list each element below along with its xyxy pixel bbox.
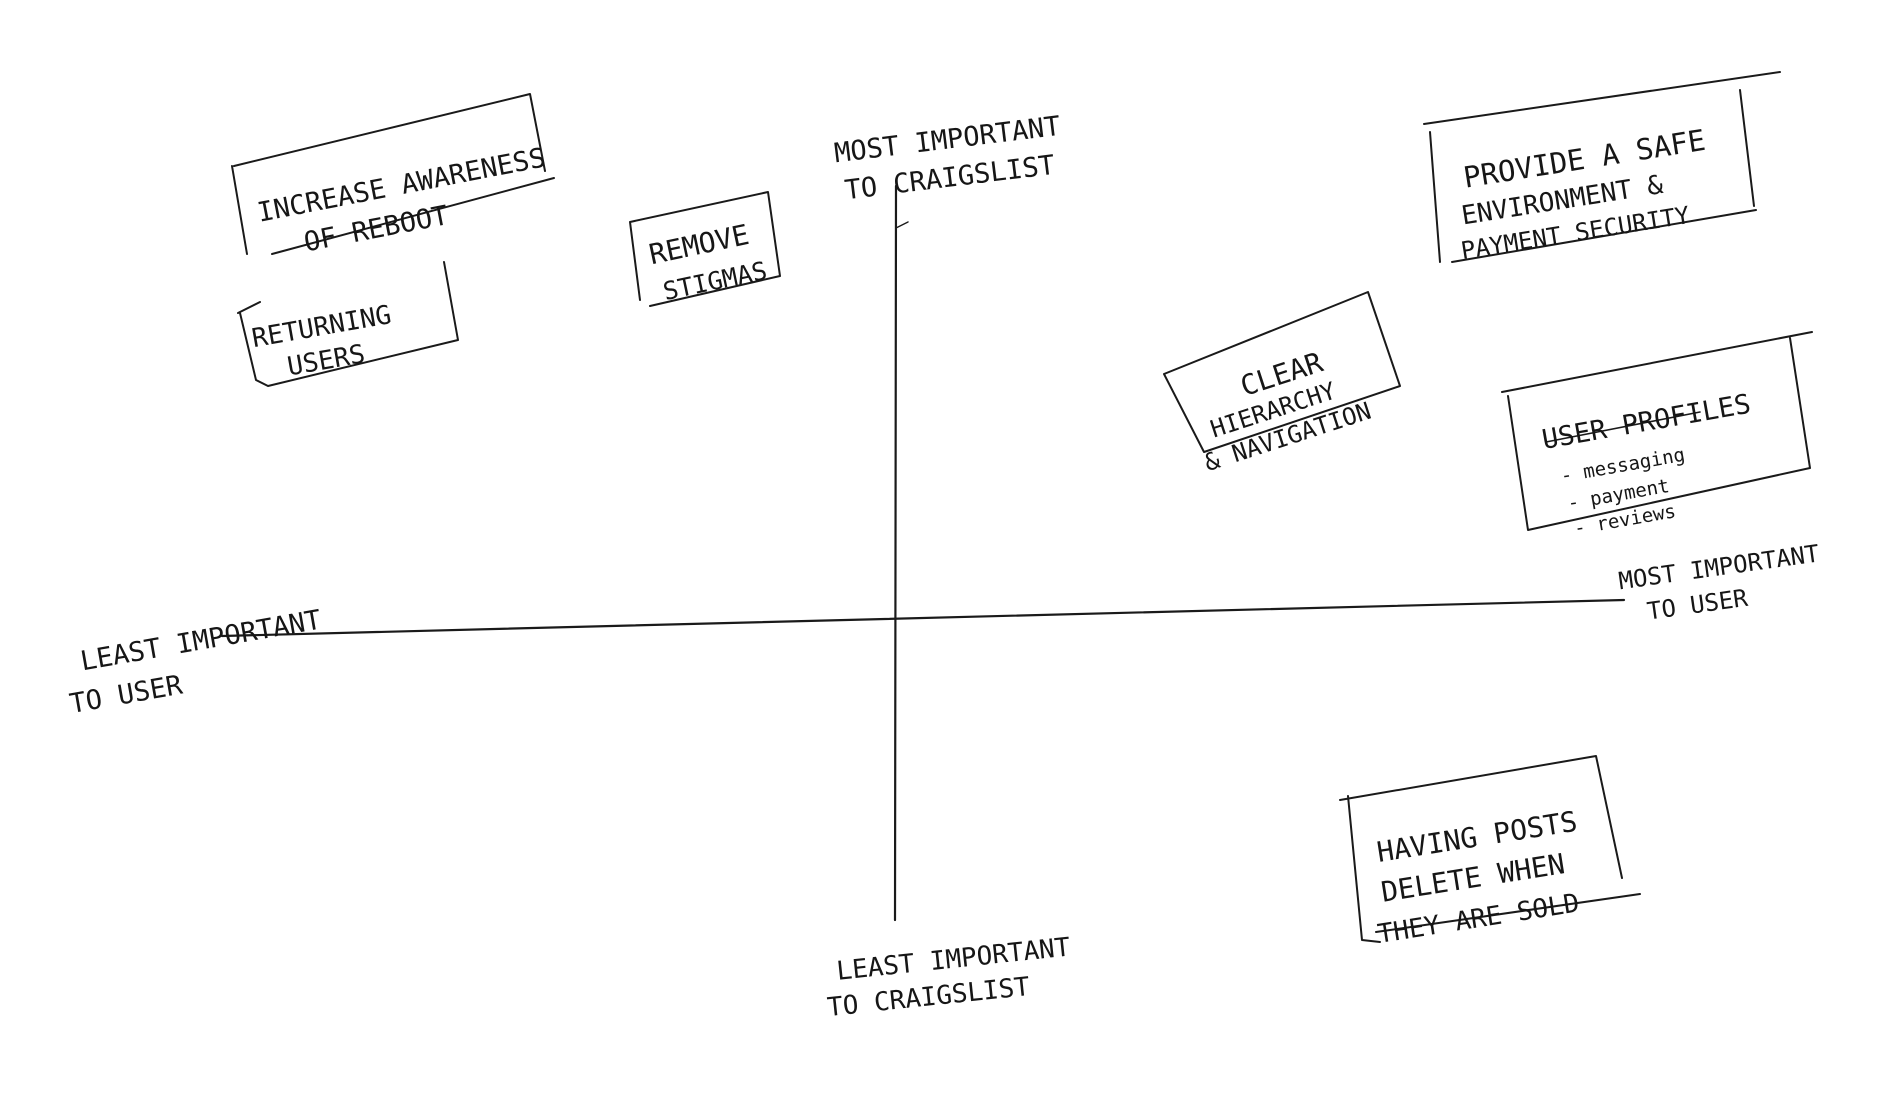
note-posts-delete: HAVING POSTS DELETE WHEN THEY ARE SOLD (1339, 755, 1641, 950)
note-user-profiles-title: USER PROFILES (1540, 389, 1754, 456)
top-axis-label: MOST IMPORTANT TO CRAIGSLIST (833, 111, 1063, 206)
note-safe-environment: PROVIDE A SAFE ENVIRONMENT & PAYMENT SEC… (1423, 71, 1781, 265)
right-axis-label-line-2: TO USER (1645, 584, 1750, 626)
note-user-profiles-underline (1545, 411, 1701, 443)
note-clear-hierarchy-frame (1163, 291, 1401, 453)
note-increase-awareness-frame (231, 93, 555, 255)
left-axis-label-line-1: LEAST IMPORTANT (78, 605, 324, 678)
note-returning-users-frame (237, 261, 459, 387)
note-clear-hierarchy: CLEAR HIERARCHY & NAVIGATION (1163, 291, 1401, 477)
note-user-profiles: USER PROFILES - messaging - payment - re… (1501, 331, 1813, 540)
note-returning-users: RETURNING USERS (237, 261, 459, 387)
bottom-axis-label: LEAST IMPORTANT TO CRAIGSLIST (826, 932, 1072, 1023)
note-remove-stigmas: REMOVE STIGMAS (629, 191, 781, 307)
right-axis-label: MOST IMPORTANT TO USER (1617, 539, 1821, 626)
vertical-axis-tick (895, 221, 909, 229)
vertical-axis (893, 184, 898, 922)
left-axis-label: LEAST IMPORTANT TO USER (67, 605, 324, 720)
note-user-profiles-frame (1501, 331, 1813, 531)
note-safe-environment-frame (1423, 71, 1781, 263)
note-posts-delete-frame (1339, 755, 1641, 943)
note-increase-awareness: INCREASE AWARENESS OF REBOOT (231, 93, 555, 258)
bottom-axis-label-line-1: LEAST IMPORTANT (835, 932, 1072, 986)
horizontal-axis (220, 598, 1626, 638)
note-remove-stigmas-frame (629, 191, 781, 307)
